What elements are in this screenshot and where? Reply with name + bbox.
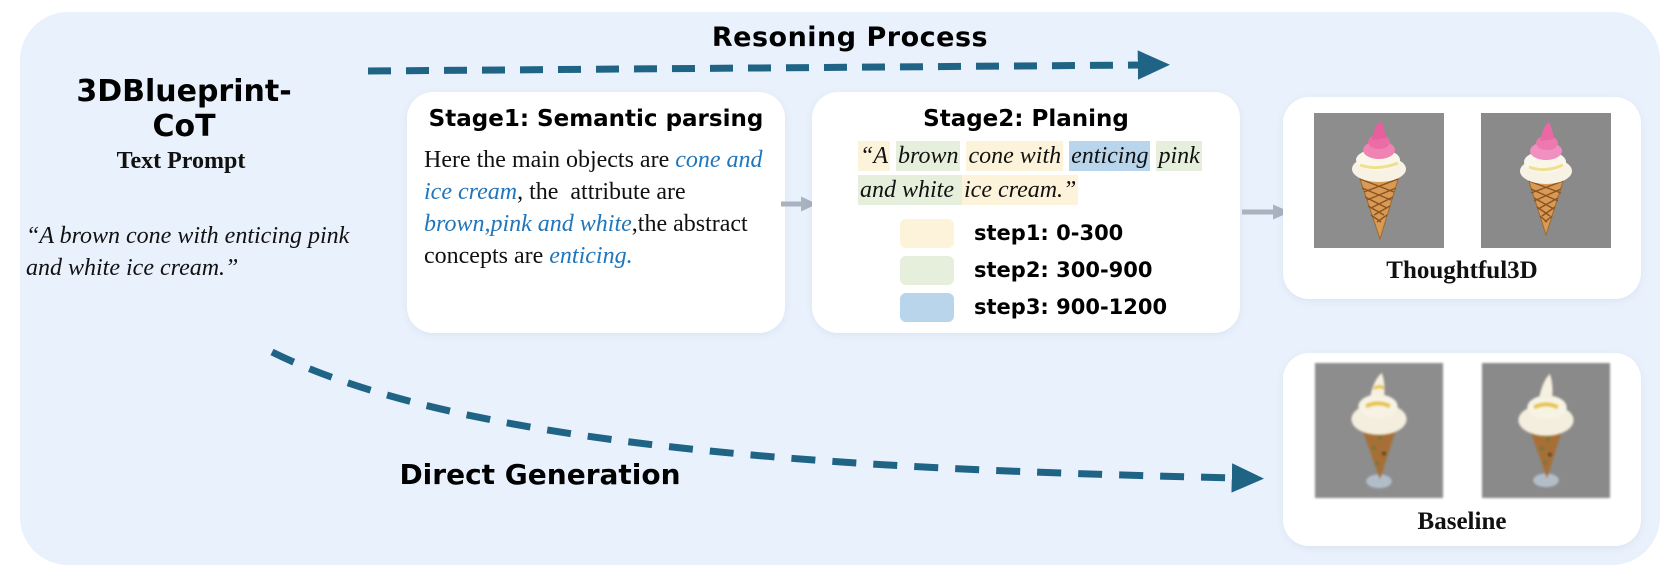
legend-row: step3: 900-1200 — [900, 292, 1167, 322]
baseline-label: Baseline — [1417, 508, 1507, 535]
direct-generation-label: Direct Generation — [399, 458, 681, 491]
flow-arrow-icon — [781, 196, 817, 212]
stage2-highlighted-quote: “A brown cone with enticing pink and whi… — [858, 141, 1202, 205]
stage1-body-text: Here the main objects are cone and ice c… — [424, 147, 769, 270]
legend-row: step2: 300-900 — [900, 255, 1167, 285]
ice-cream-render-pink-1 — [1313, 113, 1444, 248]
stage2-card: Stage2: Planing “A brown cone with entic… — [812, 92, 1240, 333]
stage1-title: Stage1: Semantic parsing — [428, 106, 764, 132]
thoughtful3d-label: Thoughtful3D — [1386, 257, 1538, 284]
text-prompt-quote: “A brown cone with enticing pink and whi… — [26, 223, 350, 282]
text-prompt-label: Text Prompt — [116, 148, 246, 174]
stage1-card: Stage1: Semantic parsing Here the main o… — [407, 92, 785, 333]
legend-label: step3: 900-1200 — [974, 295, 1168, 319]
ice-cream-render-plain-2 — [1481, 363, 1610, 498]
thoughtful3d-card: Thoughtful3D — [1283, 97, 1641, 299]
legend-swatch — [900, 292, 954, 322]
flow-arrow-icon — [1242, 204, 1290, 220]
legend-swatch — [900, 218, 954, 248]
step-legend: step1: 0-300 step2: 300-900 step3: 900-120… — [900, 218, 1167, 329]
method-title: 3DBlueprint-CoT — [76, 74, 292, 144]
stage2-title: Stage2: Planing — [923, 106, 1129, 132]
ice-cream-render-pink-2 — [1480, 113, 1611, 248]
legend-label: step2: 300-900 — [974, 258, 1153, 282]
legend-label: step1: 0-300 — [974, 221, 1124, 245]
thoughtful3d-renders — [1283, 113, 1641, 248]
baseline-card: Baseline — [1283, 353, 1641, 546]
reasoning-process-label: Resoning Process — [711, 22, 989, 53]
legend-row: step1: 0-300 — [900, 218, 1167, 248]
baseline-renders — [1283, 363, 1641, 498]
legend-swatch — [900, 255, 954, 285]
ice-cream-render-plain-1 — [1314, 363, 1443, 498]
